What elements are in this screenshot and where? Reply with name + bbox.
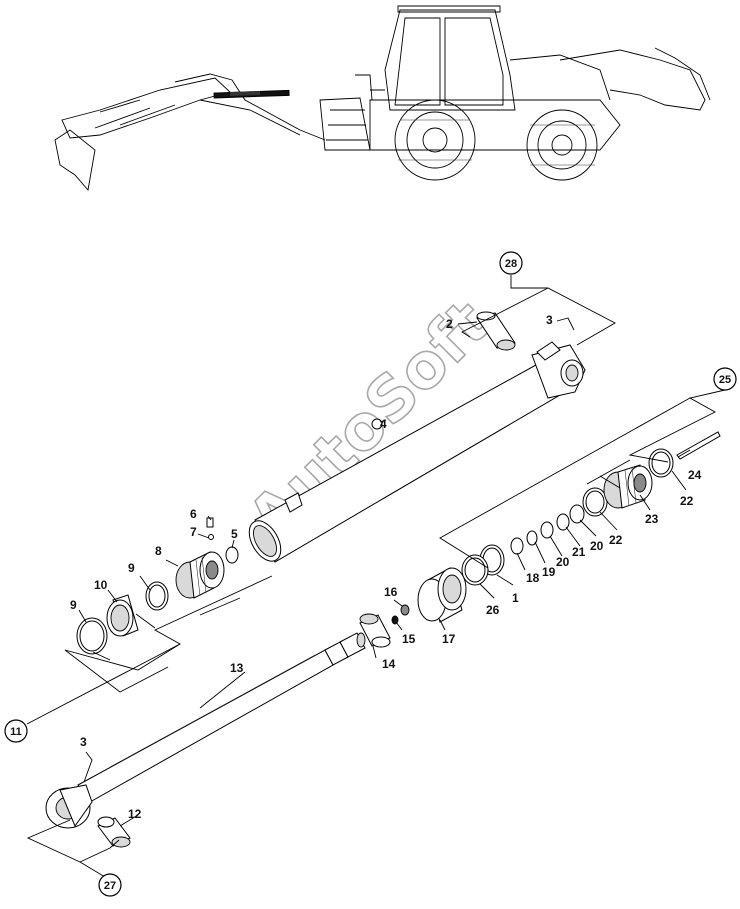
svg-text:28: 28 [505,258,517,270]
label-16: 16 [384,585,398,599]
cylinder-barrel [248,341,586,563]
label-9-lower: 9 [70,598,77,612]
bushing-part-12 [97,816,131,848]
label-22-right: 22 [680,494,694,508]
label-21: 21 [572,545,586,559]
leader-lines [26,275,726,881]
piston-nut-part-17 [417,567,467,623]
label-20-right: 20 [590,539,604,553]
part-labels: 2 3 4 5 6 7 8 9 10 9 13 3 12 14 15 16 17… [70,313,702,821]
label-1: 1 [512,591,519,605]
label-23: 23 [645,512,659,526]
label-20-left: 20 [556,555,570,569]
label-5: 5 [231,527,238,541]
svg-text:25: 25 [719,374,731,386]
label-7: 7 [190,525,197,539]
label-12: 12 [128,807,142,821]
label-17: 17 [442,632,456,646]
callout-27: 27 [98,873,122,897]
piston-rod [45,632,366,829]
label-3-lower: 3 [80,735,87,749]
svg-text:27: 27 [104,880,116,892]
bushing-part-14 [359,613,391,648]
label-2: 2 [446,317,453,331]
label-6: 6 [190,507,197,521]
backhoe-loader-illustration [54,5,711,192]
callout-28: 28 [499,251,523,275]
svg-text:11: 11 [10,726,22,738]
label-26: 26 [486,603,500,617]
label-3-upper: 3 [546,313,553,327]
gland-parts-right [461,431,721,586]
label-9-upper: 9 [128,561,135,575]
small-parts-15-16 [391,604,410,625]
callout-circles: 28 25 11 27 [4,251,737,897]
label-19: 19 [542,565,556,579]
piston-parts-left [76,517,239,655]
label-8: 8 [155,544,162,558]
label-22-left: 22 [609,533,623,547]
bushing-part-2 [476,311,516,351]
label-14: 14 [382,657,396,671]
label-15: 15 [402,632,416,646]
callout-11: 11 [4,719,28,743]
label-13: 13 [230,661,244,675]
label-10: 10 [94,578,108,592]
label-24: 24 [688,468,702,482]
callout-25: 25 [713,367,737,391]
label-4: 4 [380,417,387,431]
label-18: 18 [526,571,540,585]
